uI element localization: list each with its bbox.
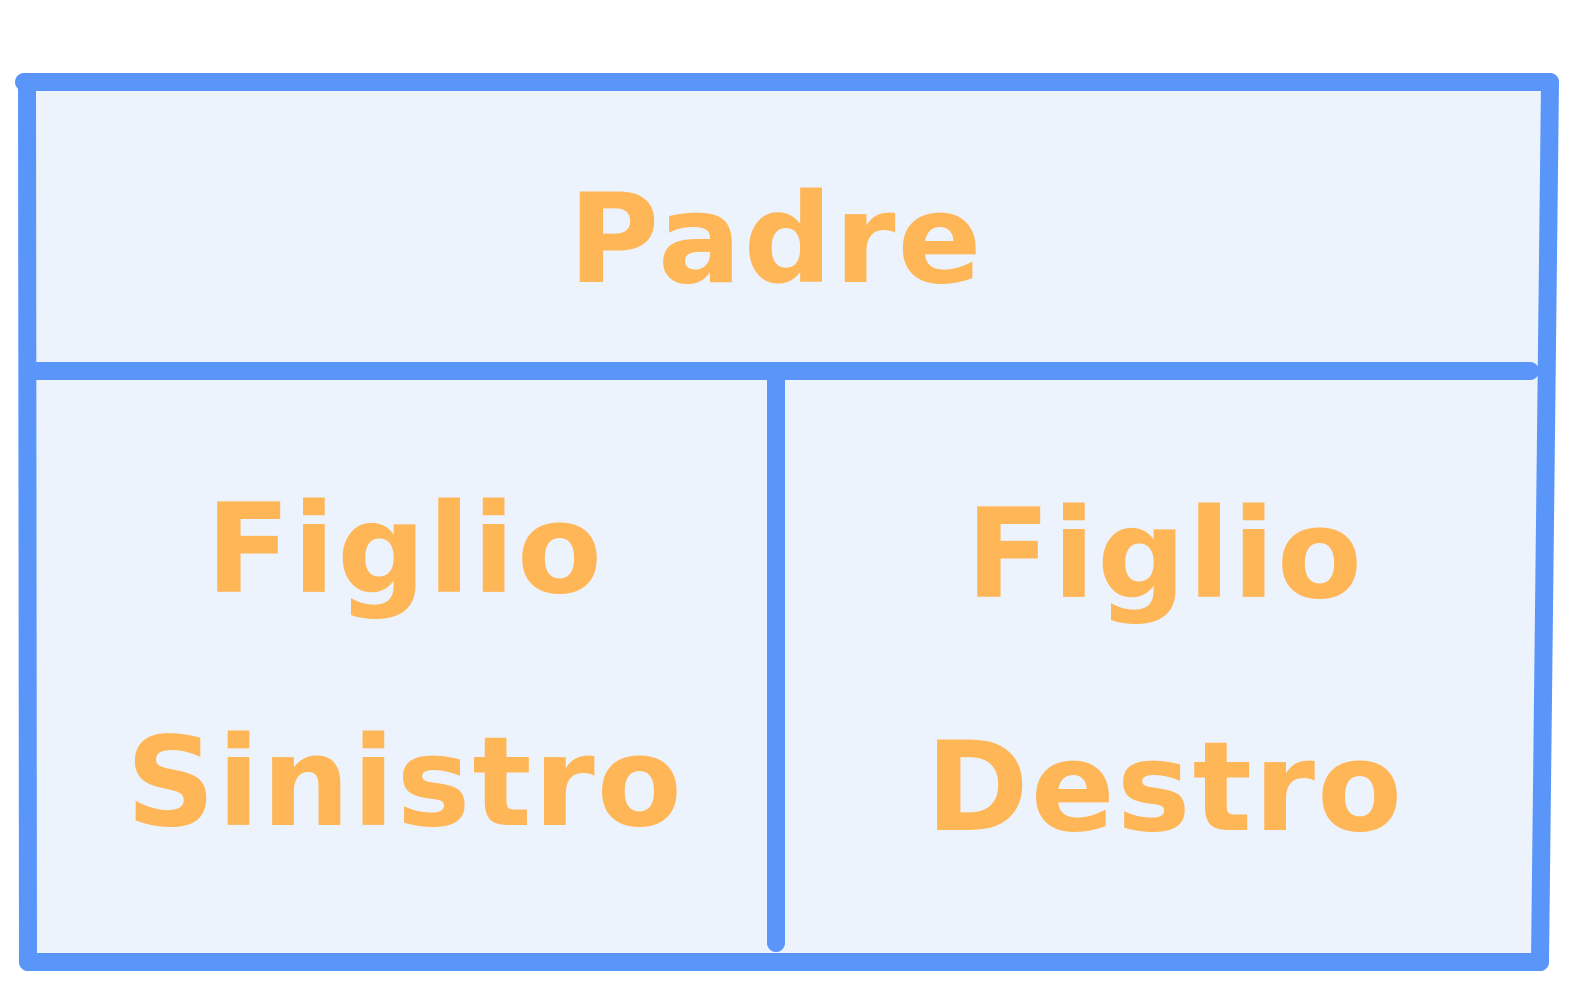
left-child-label-line2: Sinistro bbox=[126, 711, 684, 855]
parent-label: Padre bbox=[568, 168, 983, 312]
box-left-border bbox=[18, 73, 37, 971]
diagram-box-fill bbox=[27, 82, 1550, 962]
left-child-label-line1: Figlio bbox=[206, 478, 604, 622]
box-right-border bbox=[1531, 73, 1559, 971]
right-child-label-line2: Destro bbox=[926, 716, 1404, 860]
right-child-label-line1: Figlio bbox=[966, 483, 1364, 627]
